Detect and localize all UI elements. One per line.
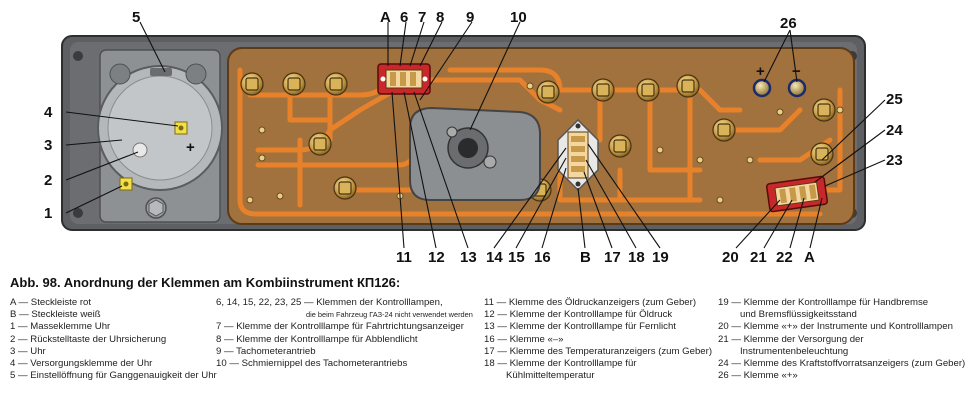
callout-12: 12 (428, 249, 445, 266)
lamp-socket (536, 80, 560, 104)
legend-item: 18 — Klemme der Kontrolllampe für (484, 358, 637, 370)
clock-reset-button (132, 142, 148, 158)
figure-caption: Abb. 98. Anordnung der Klemmen am Kombii… (10, 275, 401, 290)
legend-item: 6, 14, 15, 22, 23, 25 — Klemmen der Kont… (216, 297, 443, 308)
callout-9: 9 (466, 9, 474, 26)
legend-item-continuation: Instrumentenbeleuchtung (740, 345, 849, 357)
lamp-socket (608, 134, 632, 158)
legend-item: 16 — Klemme «–» (484, 333, 564, 345)
mounting-hole (73, 208, 83, 218)
callout-4: 4 (44, 104, 53, 121)
legend-column-1: A — Steckleiste rot B — Steckleiste weiß… (10, 297, 217, 382)
legend-item: 17 — Klemme des Temperaturanzeigers (zum… (484, 345, 713, 357)
lamp-socket (636, 78, 660, 102)
legend-item: 11 — Klemme des Öldruckanzeigers (zum Ge… (484, 297, 697, 308)
callout-25: 25 (886, 91, 903, 108)
callout-19: 19 (652, 249, 669, 266)
callout-13: 13 (460, 249, 477, 266)
callout-3: 3 (44, 137, 52, 154)
drive-lubrication-nipple (483, 155, 497, 169)
legend-item: 1 — Masseklemme Uhr (10, 321, 111, 333)
legend-item: 13 — Klemme der Kontrolllampe für Fernli… (484, 321, 676, 333)
lamp-sockets (240, 72, 836, 202)
callout-8: 8 (436, 9, 444, 26)
callout-2: 2 (44, 172, 52, 189)
legend-item: 3 — Uhr (10, 345, 46, 357)
connector-a-top (377, 63, 431, 95)
lamp-socket (810, 142, 834, 166)
legend-item: 26 — Klemme «+» (718, 370, 798, 382)
minus-terminal (787, 78, 807, 98)
legend-item: 20 — Klemme «+» der Instrumente und Kont… (718, 321, 953, 333)
leader-lines (65, 21, 886, 249)
callout-16: 16 (534, 249, 551, 266)
legend-item: B — Steckleiste weiß (10, 309, 101, 321)
legend-column-3: 11 — Klemme des Öldruckanzeigers (zum Ge… (484, 297, 713, 382)
legend-item: 4 — Versorgungsklemme der Uhr (10, 358, 153, 370)
instrument-cluster-diagram: + (44, 9, 903, 266)
legend-item-continuation: Kühlmitteltemperatur (506, 370, 595, 382)
callout-10: 10 (510, 9, 527, 26)
lamp-socket (240, 72, 264, 96)
callout-20: 20 (722, 249, 739, 266)
lamp-socket (712, 118, 736, 142)
legend-item-continuation: und Bremsflüssigkeitsstand (740, 309, 857, 321)
legend-item: 8 — Klemme der Kontrolllampe für Abblend… (216, 333, 418, 345)
plus-symbol: + (756, 63, 765, 80)
callout-6: 6 (400, 9, 408, 26)
callout-26: 26 (780, 15, 797, 32)
legend-item: 2 — Rückstelltaste der Uhrsicherung (10, 333, 167, 345)
plus-terminal (752, 78, 772, 98)
lamp-socket (591, 78, 615, 102)
callout-a-bottom: A (804, 249, 815, 266)
legend-item: 10 — Schmiernippel des Tachometerantrieb… (216, 358, 408, 370)
callout-5: 5 (132, 9, 140, 26)
callout-11: 11 (396, 249, 412, 266)
callout-7: 7 (418, 9, 426, 26)
callout-14: 14 (486, 249, 503, 266)
clock-adjust-opening (150, 68, 172, 76)
lamp-socket (282, 72, 306, 96)
callout-23: 23 (886, 152, 903, 169)
lamp-socket (812, 98, 836, 122)
legend-item: 9 — Tachometerantrieb (216, 345, 316, 357)
mounting-hole (73, 51, 83, 61)
callout-1: 1 (44, 205, 52, 222)
legend-item: 21 — Klemme der Versorgung der (718, 333, 864, 345)
legend-item: 5 — Einstellöffnung für Ganggenauigkeit … (10, 370, 217, 382)
legend-item-note: die beim Fahrzeug ГАЗ-24 nicht verwendet… (306, 310, 473, 320)
legend-item: 24 — Klemme des Kraftstoffvorratsanzeige… (718, 358, 966, 370)
callout-17: 17 (604, 249, 621, 266)
lamp-socket (308, 132, 332, 156)
clock-plus-symbol: + (186, 139, 195, 156)
legend-item: 19 — Klemme der Kontrolllampe für Handbr… (718, 297, 929, 308)
legend-item: 7 — Klemme der Kontrolllampe für Fahrtri… (216, 321, 464, 333)
lamp-socket (324, 72, 348, 96)
callout-22: 22 (776, 249, 793, 266)
callout-24: 24 (886, 122, 903, 139)
legend-column-4: 19 — Klemme der Kontrolllampe für Handbr… (718, 297, 966, 382)
callout-21: 21 (750, 249, 767, 266)
lamp-socket (333, 176, 357, 200)
minus-symbol: − (792, 63, 801, 80)
clock-face (107, 75, 213, 181)
callout-15: 15 (508, 249, 525, 266)
callout-b: B (580, 249, 591, 266)
lamp-socket (676, 74, 700, 98)
callout-18: 18 (628, 249, 645, 266)
legend-column-2: 6, 14, 15, 22, 23, 25 — Klemmen der Kont… (216, 297, 473, 370)
legend-item: 12 — Klemme der Kontrolllampe für Öldruc… (484, 309, 673, 321)
callout-a-top: A (380, 9, 391, 26)
legend-item: A — Steckleiste rot (10, 297, 92, 308)
connector-a-bottom (765, 175, 829, 213)
